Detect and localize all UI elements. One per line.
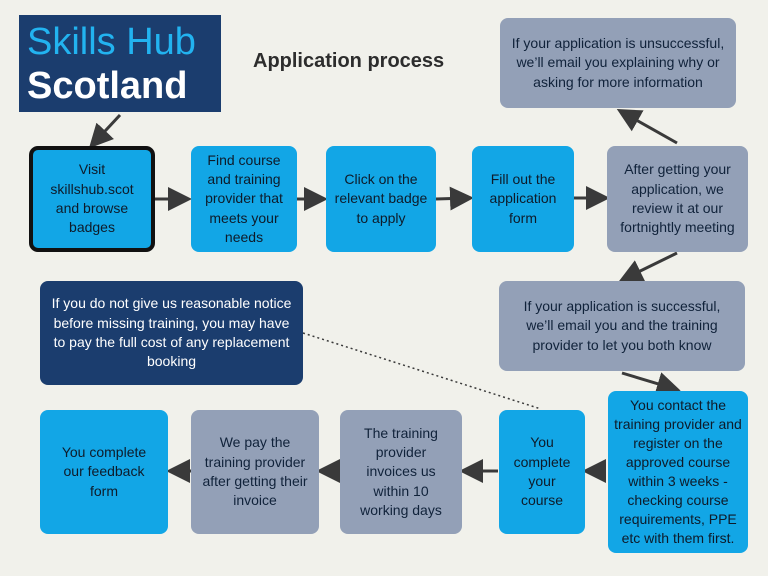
step-provider-invoices: The training provider invoices us within…	[340, 410, 462, 534]
dotted-link-notice-to-course	[302, 332, 542, 410]
step-unsuccessful-email: If your application is unsuccessful, we’…	[500, 18, 736, 108]
page-title: Application process	[253, 50, 445, 72]
step-feedback-form: You complete our feedback form	[40, 410, 168, 534]
note-reasonable-notice: If you do not give us reasonable notice …	[40, 281, 303, 385]
skills-hub-scotland-logo: Skills Hub Scotland	[19, 15, 221, 112]
logo-line-skills-hub: Skills Hub	[27, 21, 196, 63]
step-click-badge: Click on the relevant badge to apply	[326, 146, 436, 252]
step-we-pay-provider: We pay the training provider after getti…	[191, 410, 319, 534]
step-visit-skillshub: Visit skillshub.scot and browse badges	[29, 146, 155, 252]
arrow-successful-to-contact	[621, 371, 681, 396]
step-complete-course: You complete your course	[499, 410, 585, 534]
arrow-logo-to-visit	[88, 113, 122, 149]
step-successful-email: If your application is successful, we’ll…	[499, 281, 745, 371]
arrow-review-to-unsuccessful	[616, 109, 678, 145]
arrow-click-to-form	[435, 186, 474, 211]
step-review-application: After getting your application, we revie…	[607, 146, 748, 252]
step-fill-application-form: Fill out the application form	[472, 146, 574, 252]
logo-line-scotland: Scotland	[27, 65, 188, 107]
step-contact-provider: You contact the training provider and re…	[608, 391, 748, 553]
step-find-course: Find course and training provider that m…	[191, 146, 297, 252]
arrow-review-to-successful	[618, 251, 678, 282]
